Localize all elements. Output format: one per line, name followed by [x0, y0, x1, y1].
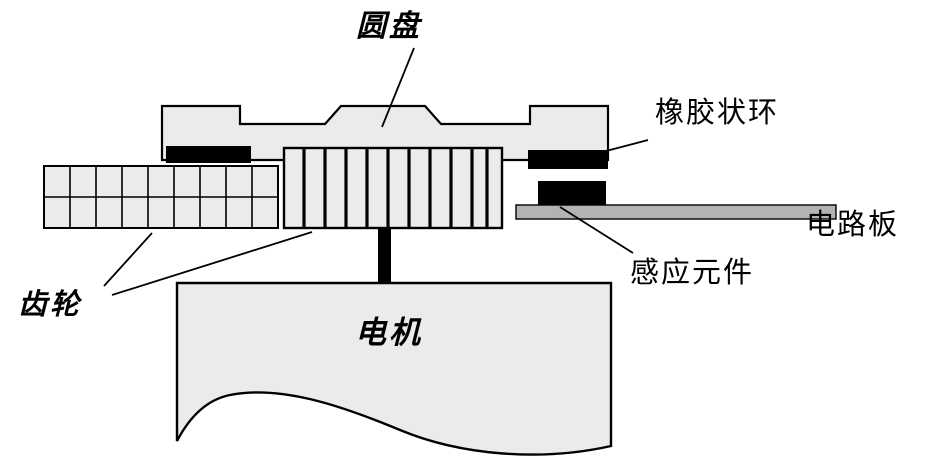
motor-shaft [378, 228, 391, 284]
leader-sensor-element [559, 206, 634, 254]
motor-body [175, 281, 613, 456]
label-disc: 圆盘 [356, 9, 422, 44]
leader-disc [381, 47, 415, 128]
label-gear: 齿轮 [18, 287, 83, 321]
rubber-ring-left [166, 146, 251, 163]
rubber-ring-right [528, 150, 608, 169]
leader-gear-left [103, 232, 153, 287]
gear-center [282, 146, 504, 230]
label-motor: 电机 [355, 315, 423, 351]
label-circuit-board: 电路板 [806, 207, 900, 241]
label-sensor-element: 感应元件 [630, 255, 755, 289]
label-rubber-ring: 橡胶状环 [655, 95, 780, 129]
gear-left [43, 165, 279, 229]
leader-gear-center [111, 231, 313, 296]
circuit-board [515, 204, 837, 220]
sensor-element [538, 181, 606, 205]
leader-rubber-ring [559, 139, 649, 164]
